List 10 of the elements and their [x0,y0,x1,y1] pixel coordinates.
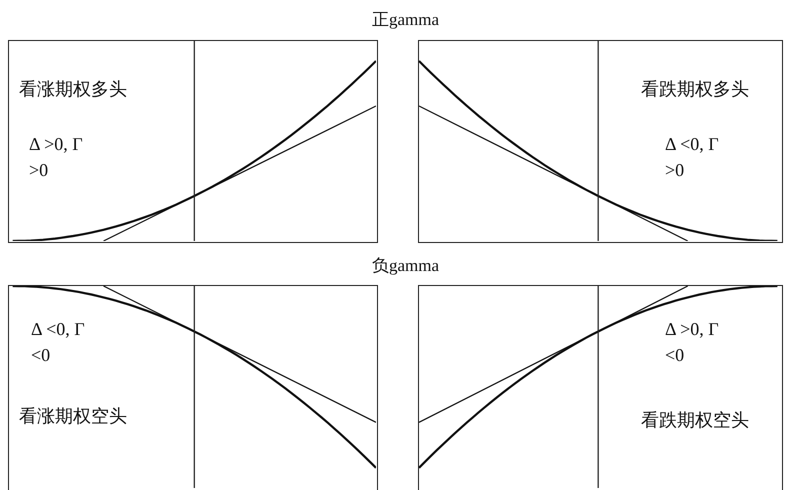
position-label: 看涨期权多头 [19,79,127,101]
position-label: 看跌期权空头 [641,410,749,432]
greek-condition: Δ <0, Γ <0 [31,318,86,368]
greek-condition: Δ >0, Γ >0 [29,133,84,182]
greek-condition: Δ <0, Γ >0 [665,133,720,182]
row-title: 负gamma [372,255,440,277]
position-label: 看跌期权多头 [641,79,749,101]
greek-condition: Δ >0, Γ <0 [665,318,720,368]
position-label: 看涨期权空头 [19,406,127,428]
row-title: 正gamma [372,9,440,31]
